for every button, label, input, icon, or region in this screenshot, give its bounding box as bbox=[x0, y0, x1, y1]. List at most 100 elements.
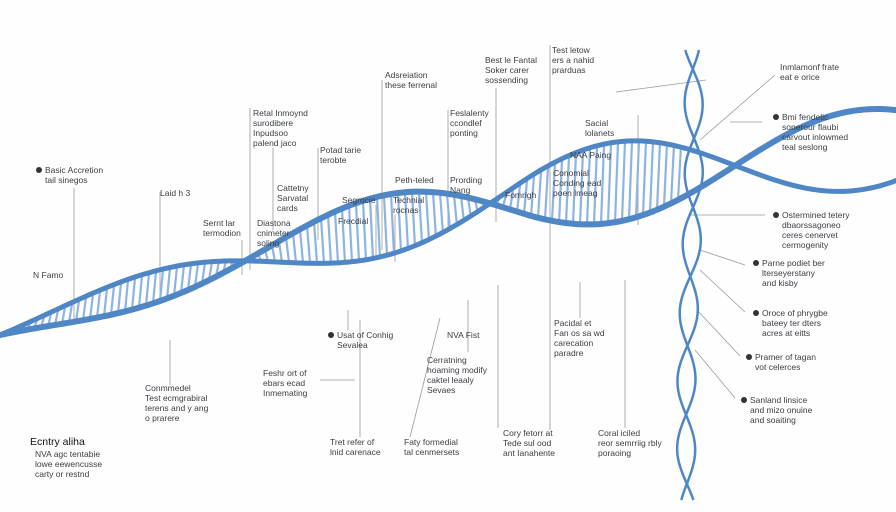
label: Segrocie bbox=[342, 195, 376, 205]
base-pair-rung bbox=[284, 237, 291, 263]
label: Bmi fendelic sonerour flaubi carvout inl… bbox=[772, 112, 849, 152]
label: Faty formedial tal cenmersets bbox=[404, 437, 460, 457]
base-pair-rung bbox=[571, 153, 578, 224]
label: Adsreiation these ferrenal bbox=[385, 70, 437, 90]
label: Fomrigh bbox=[505, 190, 537, 200]
base-pair-rung bbox=[620, 141, 627, 221]
base-pair-rung bbox=[144, 273, 151, 306]
base-pair-rung bbox=[361, 200, 368, 261]
base-pair-rung bbox=[662, 143, 669, 207]
base-pair-rung bbox=[88, 294, 95, 320]
base-pair-rung bbox=[347, 205, 354, 263]
label: Frecdial bbox=[338, 216, 369, 226]
base-pair-rung bbox=[193, 263, 200, 287]
label: Feslalenty ccondlef ponting bbox=[450, 108, 489, 138]
diagram-title: Ecntry aliha bbox=[30, 436, 85, 448]
base-pair-rung bbox=[508, 189, 515, 210]
label: Cerratning hoaming modify caktel leaaly … bbox=[427, 355, 488, 395]
label: Peth-teled bbox=[395, 175, 434, 185]
base-pair-rung bbox=[137, 275, 144, 308]
base-pair-rung bbox=[410, 191, 417, 247]
base-pair-rung bbox=[333, 211, 340, 264]
label: Basic Accretion tail sinegos bbox=[35, 165, 104, 185]
base-pair-rung bbox=[186, 264, 193, 291]
label: Potad tarie terobte bbox=[320, 145, 362, 165]
base-pair-rung bbox=[165, 268, 172, 299]
label: Usat of Conhig Sevalea bbox=[327, 330, 394, 350]
base-pair-rung bbox=[340, 208, 347, 263]
label: Ostermined tetery dbaorssagoneo ceres ce… bbox=[773, 210, 850, 250]
base-pair-rung bbox=[130, 277, 137, 310]
base-pair-rung bbox=[452, 194, 459, 227]
base-pair-rung bbox=[354, 203, 361, 262]
helix-strand bbox=[0, 138, 896, 338]
base-pair-rung bbox=[417, 191, 424, 245]
base-pair-rung bbox=[382, 195, 389, 257]
base-pair-rung bbox=[438, 192, 445, 235]
base-pair-rung bbox=[515, 185, 522, 212]
base-pair-rung bbox=[403, 192, 410, 250]
base-pair-rung bbox=[578, 151, 585, 225]
label: Sanland linsice and mizo onuine and soai… bbox=[740, 395, 813, 425]
base-pair-rung bbox=[102, 288, 109, 317]
base-pair-rung bbox=[277, 241, 284, 263]
base-pair-rung bbox=[536, 171, 543, 218]
base-pair-rung bbox=[74, 300, 81, 322]
label: Pacidal et Fan os sa wd carecation parad… bbox=[554, 318, 605, 358]
double-helix bbox=[0, 106, 896, 338]
base-pair-rung bbox=[81, 297, 88, 321]
vertical-helix bbox=[675, 49, 705, 501]
base-pair-rung bbox=[564, 156, 571, 224]
base-pair-rung bbox=[326, 214, 333, 264]
base-pair-rung bbox=[641, 140, 648, 216]
base-pair-rung bbox=[305, 225, 312, 264]
label: Feshr ort of ebars ecad Inmemating bbox=[263, 368, 308, 398]
base-pair-rung bbox=[606, 143, 613, 224]
label: Oroce of phrygbe bateey ter dters acres … bbox=[753, 308, 828, 338]
label: Diastona cnimeter soling bbox=[257, 218, 291, 248]
base-pair-rung bbox=[585, 148, 592, 225]
base-pair-rung bbox=[291, 233, 298, 263]
label: Tret refer of lnid carenace bbox=[330, 437, 381, 457]
base-pair-rung bbox=[123, 280, 130, 312]
label: Parne podiet ber lterseyerstany and kisb… bbox=[753, 258, 825, 288]
base-pair-rung bbox=[109, 285, 116, 315]
label: Technial rocnas bbox=[393, 195, 425, 215]
base-pair-rung bbox=[172, 266, 179, 296]
base-pair-rung bbox=[396, 192, 403, 252]
base-pair-rung bbox=[522, 180, 529, 214]
base-pair-rung bbox=[368, 198, 375, 260]
base-pair-rung bbox=[298, 229, 305, 264]
label: Conmmedel Test ecmgrabiral terens and y … bbox=[145, 383, 209, 423]
base-pair-rung bbox=[655, 142, 662, 210]
label: Prording Nang bbox=[450, 175, 483, 195]
base-pair-rung bbox=[613, 142, 620, 223]
base-pair-rung bbox=[389, 193, 396, 255]
base-pair-rung bbox=[158, 269, 165, 302]
label: Conomial Conding ead poen lmeag bbox=[553, 168, 602, 198]
base-pair-rung bbox=[557, 160, 564, 223]
label: Best le Fantal Soker carer sossending bbox=[485, 55, 537, 85]
label: NVA agc tentabie lowe eewencusse carty o… bbox=[35, 449, 103, 479]
base-pair-rung bbox=[116, 282, 123, 314]
label: Cattetny Sarvatal cards bbox=[277, 183, 309, 213]
base-pair-rung bbox=[529, 175, 536, 216]
base-pair-rung bbox=[676, 146, 683, 200]
label: Test letow ers a nahid prarduas bbox=[552, 45, 595, 75]
label: Inmlamonf frate eat e orice bbox=[780, 62, 840, 82]
base-pair-rung bbox=[67, 303, 74, 323]
base-pair-rung bbox=[543, 167, 550, 220]
base-pair-rung bbox=[151, 271, 158, 304]
label: Sernt lar termodion bbox=[203, 218, 241, 238]
base-pair-rung bbox=[627, 140, 634, 220]
base-pair-rung bbox=[648, 141, 655, 213]
base-pair-rung bbox=[550, 163, 557, 221]
helix-strand bbox=[0, 106, 896, 338]
label: NAA Paing bbox=[570, 150, 612, 160]
base-pair-rung bbox=[179, 265, 186, 294]
label: Laid h 3 bbox=[160, 188, 191, 198]
label: Coral iciled reor semrriig rbly poraoing bbox=[598, 428, 662, 458]
base-pair-rung bbox=[424, 191, 431, 241]
